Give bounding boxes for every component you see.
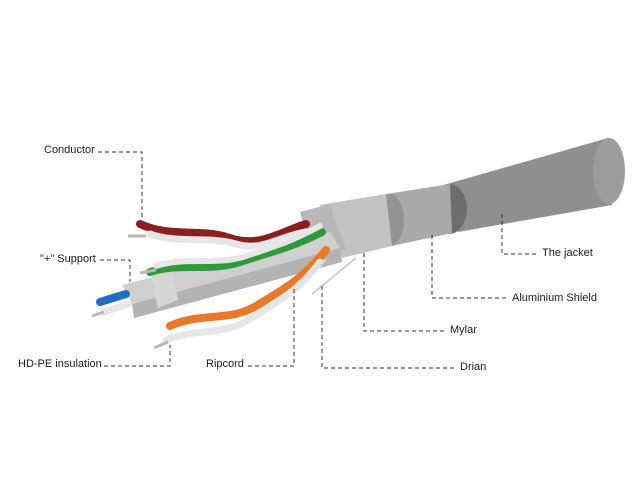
label-conductor: Conductor [44,144,95,156]
label-ripcord: Ripcord [206,358,244,370]
drian-leader [321,286,454,369]
ripcord-thread [295,259,327,285]
support-leader [100,259,131,282]
orange-pair [153,246,330,350]
jacket-section [431,138,625,234]
blue-wire [96,290,130,306]
conductor-leader [98,151,143,220]
support-front-plate [132,248,342,318]
brown-wire [136,220,310,246]
label-shield: Aluminium Shield [512,292,597,304]
brown-pair [128,220,310,250]
green-white-wire [153,223,323,269]
drain-wire [311,257,357,295]
ripcord-leader [248,286,295,367]
green-pair [139,223,326,276]
jacket-body [440,138,612,232]
brown-white-wire [146,228,310,250]
label-drian: Drian [460,361,487,373]
blue-pair [91,290,132,318]
blue-white-wire [100,300,132,316]
leader-lines [98,151,536,369]
shield-leader [431,232,506,299]
orange-white-wire [162,258,324,344]
label-mylar: Mylar [450,324,477,336]
green-wire [146,228,326,276]
label-support: "+" Support [40,253,96,265]
label-jacket: The jacket [542,247,593,259]
orange-conductor-tip [153,340,169,350]
jacket-end-cap [593,138,625,204]
mylar-leader [363,250,444,332]
green-conductor-tip [139,268,157,275]
hdpe-leader [104,345,171,367]
orange-wire [166,246,330,330]
blue-conductor-tip [91,310,105,318]
label-hdpe: HD-PE insulation [18,358,102,370]
